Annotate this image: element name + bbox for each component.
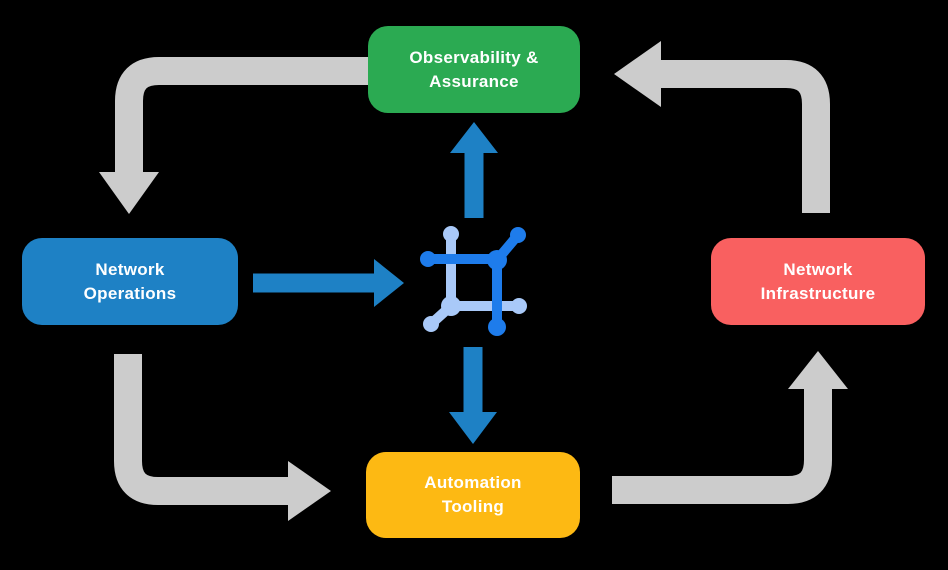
- arrow-shaft: [612, 389, 832, 504]
- arrow-head-down: [99, 172, 159, 214]
- arrow-operations-to-hub: [253, 259, 404, 307]
- node-operations-label: Network Operations: [83, 259, 177, 303]
- arrow-observability-to-operations: [99, 57, 369, 214]
- arrow-infrastructure-to-observability: [614, 41, 830, 213]
- node-operations: Network Operations: [22, 238, 238, 325]
- arrow-operations-to-automation: [114, 354, 331, 521]
- icon-node: [510, 227, 526, 243]
- icon-node: [443, 226, 459, 242]
- arrow-head-up: [450, 122, 498, 153]
- node-observability-label: Observability & Assurance: [409, 47, 539, 91]
- arrow-automation-to-infrastructure: [612, 351, 848, 504]
- arrow-shaft: [114, 354, 288, 505]
- icon-node: [420, 251, 436, 267]
- icon-node: [511, 298, 527, 314]
- icon-node: [441, 296, 461, 316]
- node-automation: Automation Tooling: [366, 452, 580, 538]
- node-automation-label: Automation Tooling: [424, 473, 522, 516]
- node-observability: Observability & Assurance: [368, 26, 580, 113]
- icon-node: [487, 250, 507, 270]
- icon-node: [488, 318, 506, 336]
- icon-dark-nodes: [420, 227, 526, 336]
- arrow-head-right: [288, 461, 331, 521]
- arrow-hub-to-automation: [449, 347, 497, 444]
- arrow-head-down: [449, 412, 497, 444]
- arrow-shaft: [661, 60, 830, 213]
- icon-light-nodes: [423, 226, 527, 332]
- arrow-head-up: [788, 351, 848, 389]
- arrow-shaft: [115, 57, 369, 173]
- arrow-head-right: [374, 259, 404, 307]
- node-infrastructure: Network Infrastructure: [711, 238, 925, 325]
- arrow-head-left: [614, 41, 661, 107]
- arrow-hub-to-observability: [450, 122, 498, 218]
- node-infrastructure-label: Network Infrastructure: [760, 259, 876, 303]
- network-automation-icon: [420, 226, 527, 336]
- icon-node: [423, 316, 439, 332]
